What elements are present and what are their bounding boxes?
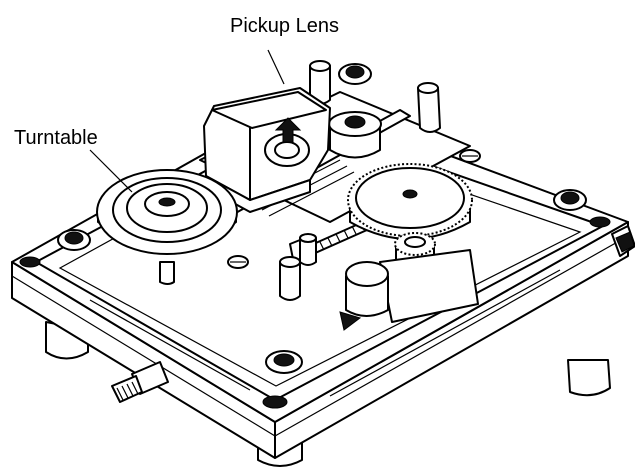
damper-screw-rear <box>338 63 372 85</box>
screw-upper-right <box>459 149 481 163</box>
post-center <box>279 256 301 301</box>
rca-connector-front <box>111 361 169 403</box>
damper-screw-right <box>553 189 587 211</box>
post-side-right <box>299 233 317 266</box>
post-rear-right <box>417 82 441 133</box>
sled-motor <box>339 249 479 331</box>
rca-connector-side <box>611 225 635 257</box>
damper-feet-corners <box>19 216 611 409</box>
large-drive-gear <box>347 163 473 240</box>
pickup-lens-unit <box>203 87 331 213</box>
damper-screw-front <box>265 350 303 374</box>
damper-screw-left <box>57 229 91 251</box>
screw-lower-left <box>227 255 249 269</box>
pickup-lens-label: Pickup Lens <box>230 15 339 37</box>
turntable-label: Turntable <box>14 127 98 149</box>
turntable-leader-line <box>89 149 133 193</box>
turntable-disc <box>96 169 238 285</box>
damper-screw-upper-mid <box>328 111 382 159</box>
pickup-lens-leader-line <box>267 49 285 85</box>
